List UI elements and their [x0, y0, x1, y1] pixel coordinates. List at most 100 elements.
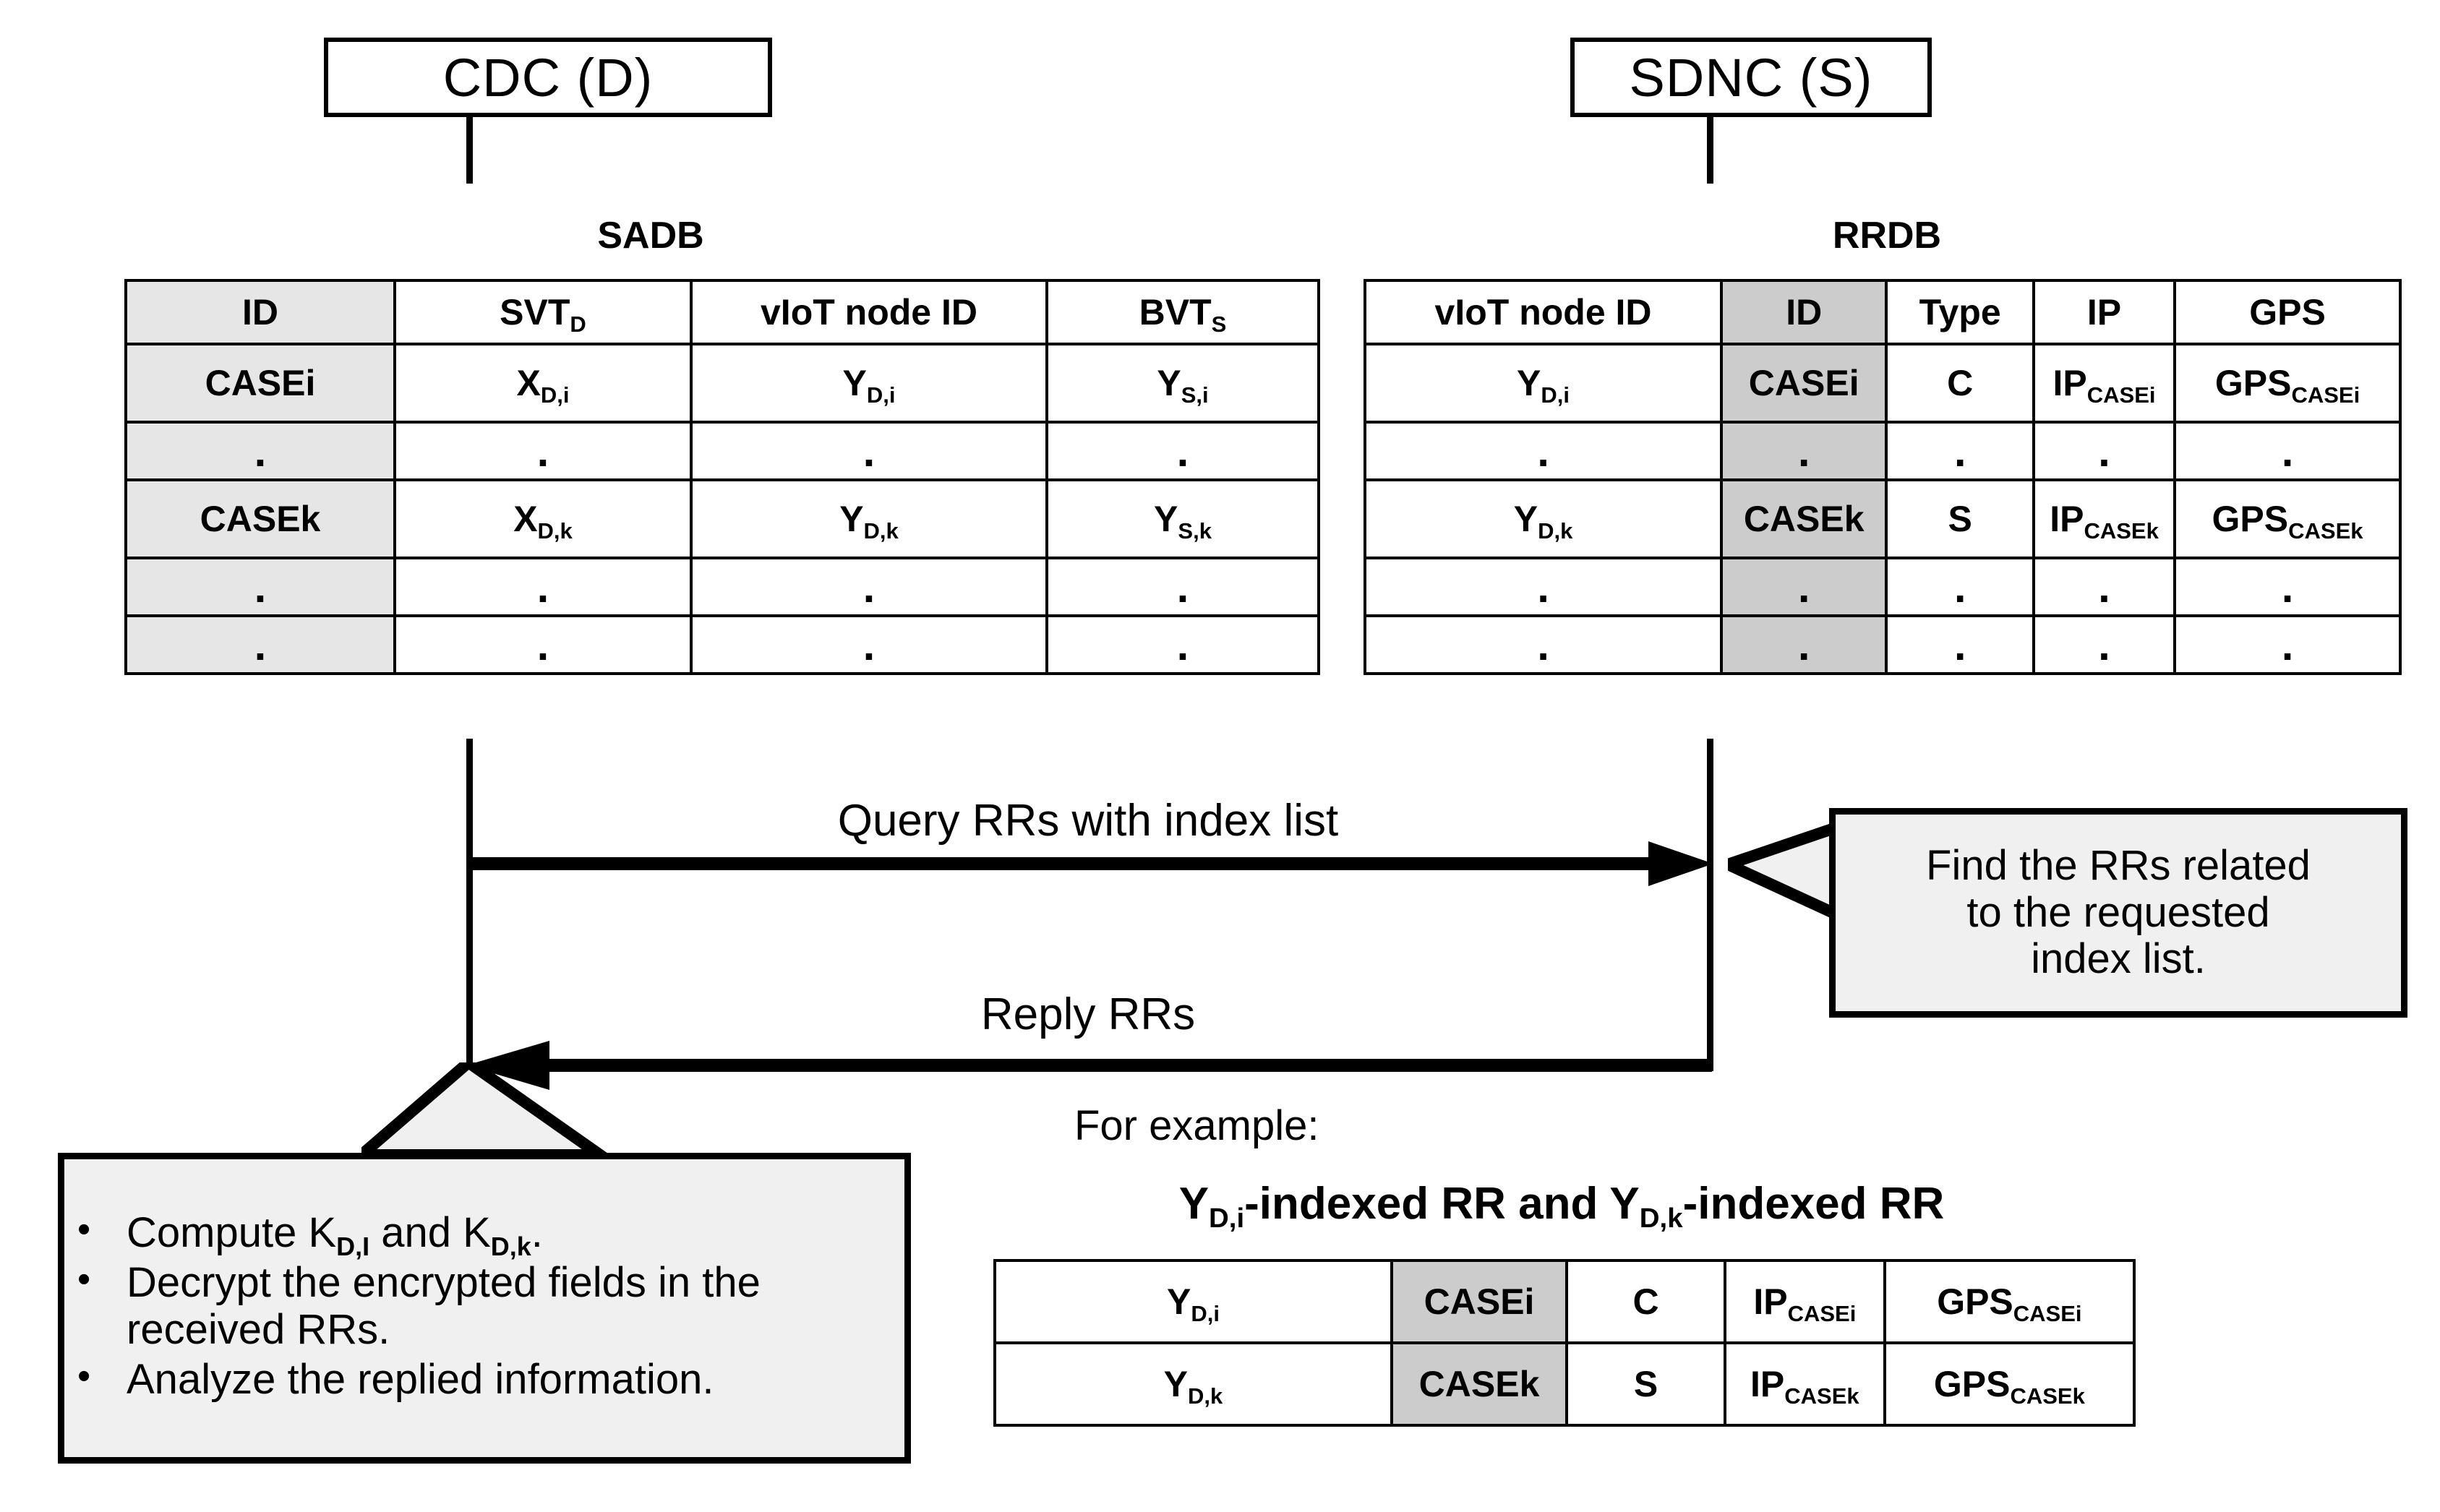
table-cell: C [1565, 1259, 1726, 1344]
table-cell-ellipsis: . [393, 421, 693, 481]
table-cell-ellipsis: . [690, 421, 1048, 481]
table-cell-ellipsis: . [2032, 614, 2177, 675]
table-cell: XD,i [393, 343, 693, 424]
callout-right: Find the RRs related to the requested in… [1829, 808, 2407, 1018]
column-header: GPS [2173, 279, 2402, 345]
table-cell: YD,i [1363, 343, 1724, 424]
callout-right-line-1: Find the RRs related [1926, 841, 2311, 889]
lifeline-cdc-lower [466, 739, 473, 1071]
table-cell: CASEk [124, 478, 396, 559]
table-cell-ellipsis: . [2032, 421, 2177, 481]
table-row: .... [124, 421, 1320, 481]
table-cell: S [1885, 478, 2035, 559]
table-cell: IPCASEi [2032, 343, 2177, 424]
table-row: .... [124, 557, 1320, 617]
table-cell-ellipsis: . [1885, 421, 2035, 481]
table-cell: IPCASEk [1723, 1341, 1886, 1427]
table-cell-ellipsis: . [1363, 557, 1724, 617]
column-header: vIoT node ID [690, 279, 1048, 345]
table-cell-ellipsis: . [1045, 421, 1320, 481]
callout-left-tail [361, 1062, 615, 1161]
table-row: ..... [1363, 614, 2402, 675]
table-cell-ellipsis: . [124, 614, 396, 675]
table-cell: XD,k [393, 478, 693, 559]
table-cell-ellipsis: . [1885, 557, 2035, 617]
table-cell: YD,k [1363, 478, 1724, 559]
callout-right-line-3: index list. [2031, 935, 2206, 983]
column-header: ID [124, 279, 396, 345]
table-cell: GPSCASEk [2173, 478, 2402, 559]
table-cell: CASEi [1720, 343, 1888, 424]
lifeline-sdnc-top [1707, 117, 1713, 184]
table-cell-ellipsis: . [1363, 421, 1724, 481]
callout-left: Compute KD,I and KD,k.Decrypt the encryp… [58, 1153, 911, 1464]
table-cell-ellipsis: . [2173, 421, 2402, 481]
table-cell: S [1565, 1341, 1726, 1427]
table-cell: CASEk [1720, 478, 1888, 559]
table-row: ..... [1363, 421, 2402, 481]
table-cell: YD,i [993, 1259, 1393, 1344]
table-row: .... [124, 614, 1320, 675]
entity-box-cdc: CDC (D) [324, 38, 772, 117]
table-cell: GPSCASEi [1883, 1259, 2136, 1344]
table-cell-ellipsis: . [2173, 614, 2402, 675]
table-row: ..... [1363, 557, 2402, 617]
example-heading: YD,i-indexed RR and YD,k-indexed RR [1178, 1179, 1945, 1234]
table-cell-ellipsis: . [690, 557, 1048, 617]
table-cell: YD,i [690, 343, 1048, 424]
table-cell-ellipsis: . [124, 557, 396, 617]
example-intro: For example: [1074, 1102, 1319, 1149]
table-cell-ellipsis: . [124, 421, 396, 481]
lifeline-sdnc-lower [1707, 739, 1713, 1071]
table-cell: YD,k [993, 1341, 1393, 1427]
query-arrow [466, 841, 1713, 886]
entity-box-sdnc: SDNC (S) [1570, 38, 1932, 117]
table-cell: CASEk [1390, 1341, 1569, 1427]
table-cell-ellipsis: . [393, 557, 693, 617]
column-header: vIoT node ID [1363, 279, 1724, 345]
column-header: ID [1720, 279, 1888, 345]
table-cell: IPCASEi [1723, 1259, 1886, 1344]
table-cell: YD,k [690, 478, 1048, 559]
lifeline-cdc [466, 117, 473, 184]
reply-arrow [466, 1041, 1712, 1090]
entity-label-sdnc: SDNC (S) [1629, 47, 1873, 108]
column-header: SVTD [393, 279, 693, 345]
entity-label-cdc: CDC (D) [442, 47, 654, 108]
table-cell-ellipsis: . [1363, 614, 1724, 675]
callout-right-line-2: to the requested [1966, 888, 2270, 936]
sadb-title: SADB [597, 215, 704, 257]
table-cell-ellipsis: . [393, 614, 693, 675]
table-cell-ellipsis: . [1885, 614, 2035, 675]
table-cell-ellipsis: . [1720, 557, 1888, 617]
callout-left-bullet-list: Compute KD,I and KD,k.Decrypt the encryp… [64, 1208, 904, 1406]
rrdb-title: RRDB [1832, 215, 1942, 257]
column-header: Type [1885, 279, 2035, 345]
table-cell: YS,i [1045, 343, 1320, 424]
table-cell: GPSCASEi [2173, 343, 2402, 424]
table-cell: GPSCASEk [1883, 1341, 2136, 1427]
table-cell-ellipsis: . [1045, 557, 1320, 617]
callout-left-bullet: Compute KD,I and KD,k. [64, 1208, 904, 1260]
reply-message-label: Reply RRs [980, 989, 1196, 1039]
callout-left-bullet: Analyze the replied information. [64, 1355, 904, 1404]
table-cell-ellipsis: . [1720, 421, 1888, 481]
callout-left-bullet: Decrypt the encrypted fields in the rece… [64, 1258, 904, 1354]
table-cell: YS,k [1045, 478, 1320, 559]
table-cell: C [1885, 343, 2035, 424]
table-cell-ellipsis: . [690, 614, 1048, 675]
